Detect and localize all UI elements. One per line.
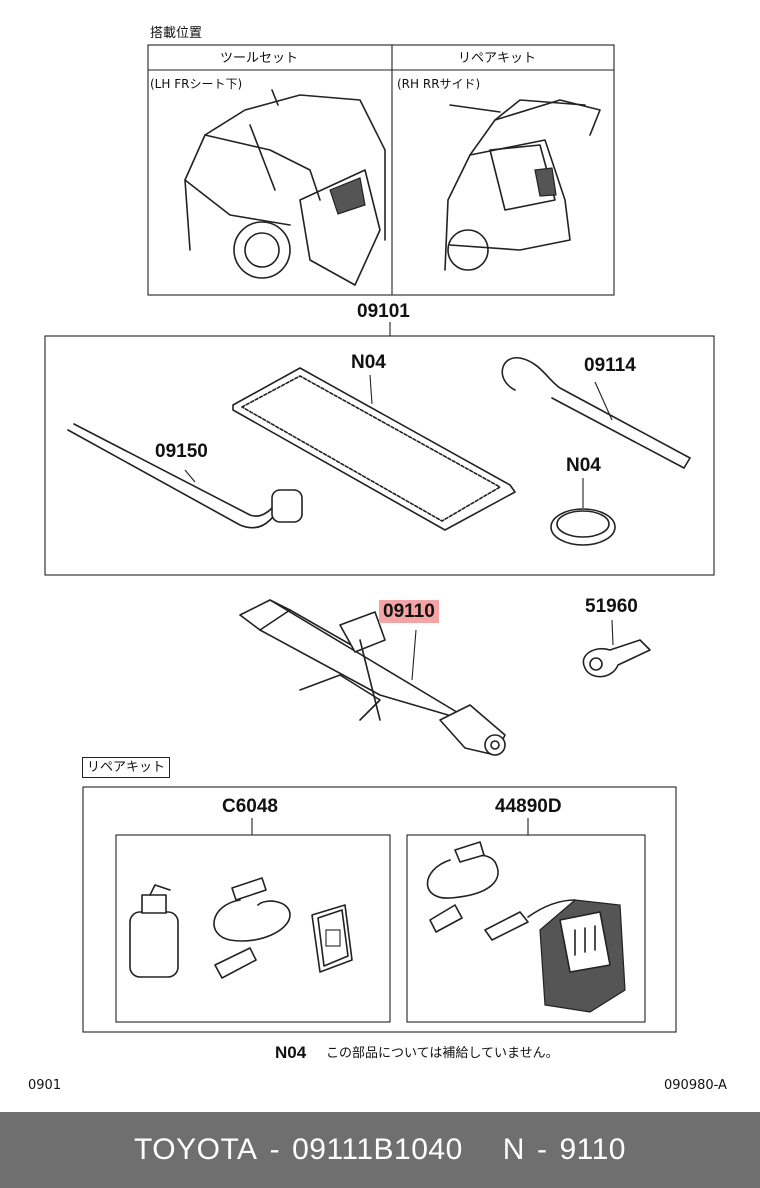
footer-part-info: TOYOTA - 09111B1040 N - 9110	[0, 1112, 760, 1188]
sealant-bottle-illustration	[129, 884, 179, 978]
air-compressor-illustration	[539, 899, 626, 1013]
jack-handle-label: 09114	[584, 355, 636, 376]
jack-label: 09110	[379, 600, 439, 623]
parts-illustration	[44, 44, 715, 1033]
note-code: N04	[275, 1043, 307, 1062]
repair-kit-header: リペアキット	[458, 51, 537, 66]
compressor-hose-illustration	[426, 841, 499, 933]
compressor-label: 44890D	[495, 796, 562, 817]
instruction-manual-illustration	[311, 904, 353, 973]
tool-bag-illustration	[232, 367, 516, 531]
c6048-label: C6048	[222, 796, 278, 817]
sealant-hose-illustration	[213, 877, 291, 979]
tow-eye-label: 51960	[585, 596, 638, 617]
diagram-code-right: 090980-A	[664, 1078, 727, 1093]
diagram-code-left: 0901	[28, 1078, 62, 1093]
footer-bar	[0, 1112, 760, 1188]
tool-set-header: ツールセット	[220, 51, 299, 66]
jack-handle-hook-illustration	[501, 357, 691, 469]
footer-ref-number: 9110	[559, 1133, 626, 1166]
power-plug-illustration	[484, 899, 576, 941]
footer-separator: -	[269, 1133, 281, 1166]
car-tool-location-illustration	[184, 89, 386, 286]
ring-label: N04	[566, 455, 601, 476]
footer-brand: TOYOTA	[134, 1133, 258, 1166]
tool-kit-label: 09101	[357, 301, 410, 322]
wheel-wrench-illustration	[67, 429, 281, 529]
note-text: この部品については補給していません。	[326, 1046, 559, 1061]
footer-part-number: 09111B1040	[292, 1133, 463, 1166]
ring-illustration	[550, 508, 616, 546]
repair-kit-note: (RH RRサイド)	[397, 77, 481, 91]
wheel-wrench-label: 09150	[155, 441, 208, 462]
location-heading: 搭載位置	[150, 26, 203, 41]
car-repair-kit-location-illustration	[444, 99, 601, 271]
tool-set-note: (LH FRシート下)	[150, 77, 243, 91]
footer-separator-2: -	[536, 1133, 548, 1166]
scissor-jack-illustration	[239, 599, 506, 756]
tool-bag-label: N04	[351, 352, 386, 373]
repair-kit-tag: リペアキット	[82, 757, 171, 778]
footer-ref: N	[502, 1133, 525, 1166]
towing-eye-illustration	[582, 619, 651, 678]
